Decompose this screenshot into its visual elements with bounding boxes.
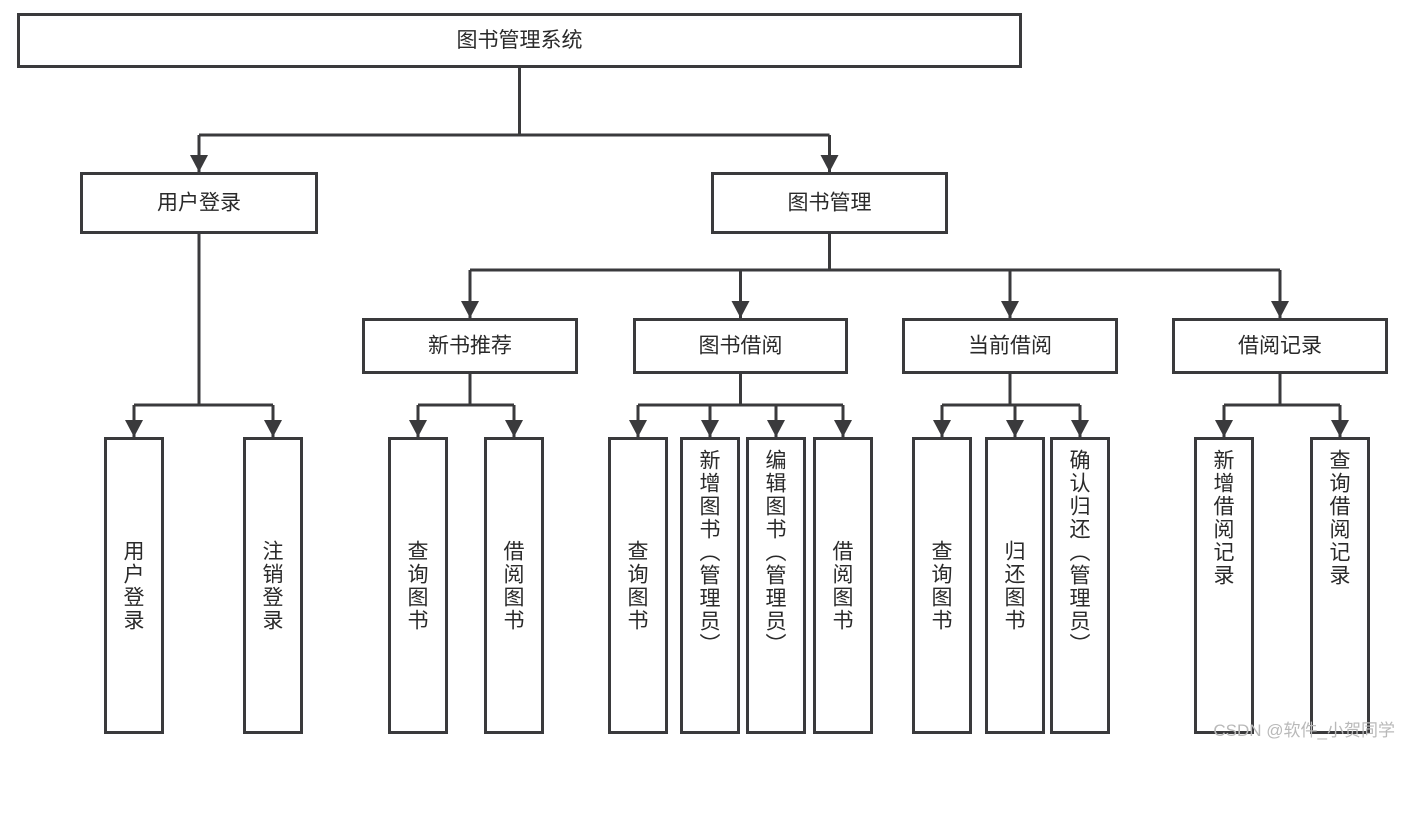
arrow-head: [834, 420, 852, 437]
node-leaf-query-book-2[interactable]: [608, 437, 668, 734]
node-leaf-query-record[interactable]: [1310, 437, 1370, 734]
arrow-head: [1215, 420, 1233, 437]
arrow-head: [505, 420, 523, 437]
node-label-borrow-records: 借阅记录: [1238, 335, 1322, 358]
csdn-watermark: CSDN @软件_小贺同学: [1213, 721, 1395, 740]
arrow-head: [409, 420, 427, 437]
node-leaf-borrow-book-1[interactable]: [484, 437, 544, 734]
node-leaf-add-book[interactable]: [680, 437, 740, 734]
edges-layer: [125, 68, 1349, 437]
arrow-head: [461, 301, 479, 318]
node-leaf-add-record[interactable]: [1194, 437, 1254, 734]
node-leaf-query-book-3[interactable]: [912, 437, 972, 734]
nodes-layer: [17, 13, 1388, 734]
node-label-user-login: 用户登录: [157, 192, 241, 215]
arrow-head: [1006, 420, 1024, 437]
arrow-head: [1331, 420, 1349, 437]
node-leaf-user-login[interactable]: [104, 437, 164, 734]
arrow-head: [264, 420, 282, 437]
node-label-book-management: 图书管理: [788, 192, 872, 215]
node-label-new-book-recommend: 新书推荐: [428, 335, 512, 358]
arrow-head: [125, 420, 143, 437]
node-new-book-recommend[interactable]: [362, 318, 578, 374]
node-label-book-borrow: 图书借阅: [699, 335, 783, 358]
node-user-login[interactable]: [80, 172, 318, 234]
arrow-head: [1001, 301, 1019, 318]
node-leaf-logout[interactable]: [243, 437, 303, 734]
node-label-current-borrow: 当前借阅: [968, 335, 1052, 358]
arrow-head: [701, 420, 719, 437]
node-current-borrow[interactable]: [902, 318, 1118, 374]
diagram-canvas: 图书管理系统用户登录图书管理新书推荐图书借阅当前借阅借阅记录 用户登录注销登录查…: [17, 13, 1395, 740]
node-leaf-edit-book[interactable]: [746, 437, 806, 734]
node-root[interactable]: [17, 13, 1022, 68]
arrow-head: [731, 301, 750, 318]
node-label-root: 图书管理系统: [457, 29, 583, 52]
node-borrow-records[interactable]: [1172, 318, 1388, 374]
arrow-head: [1271, 301, 1289, 318]
arrow-head: [190, 155, 208, 172]
node-book-management[interactable]: [711, 172, 948, 234]
node-leaf-borrow-book-2[interactable]: [813, 437, 873, 734]
node-book-borrow[interactable]: [633, 318, 848, 374]
arrow-head: [767, 420, 785, 437]
arrow-head: [933, 420, 951, 437]
node-leaf-query-book-1[interactable]: [388, 437, 448, 734]
node-leaf-return-book[interactable]: [985, 437, 1045, 734]
node-leaf-confirm-return[interactable]: [1050, 437, 1110, 734]
arrow-head: [1071, 420, 1089, 437]
arrow-head: [820, 155, 839, 172]
arrow-head: [629, 420, 647, 437]
